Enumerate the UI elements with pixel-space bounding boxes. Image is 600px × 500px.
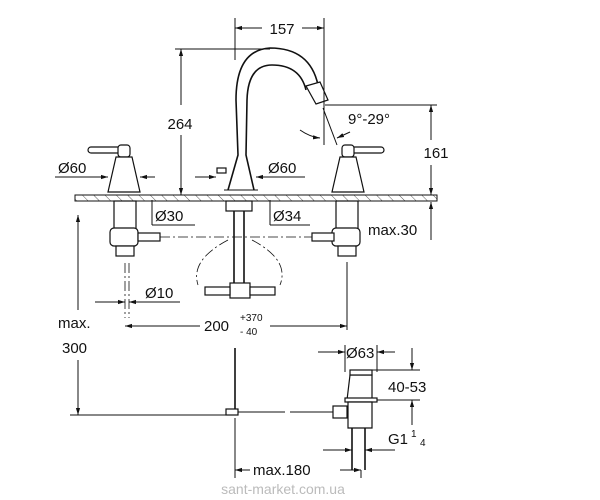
- dim-max-depth-label: max.: [58, 315, 91, 332]
- dim-handle-hole: Ø30: [155, 208, 183, 225]
- spout: [204, 47, 329, 299]
- dim-max-deck: max.30: [368, 222, 417, 239]
- dim-handle-diameter: Ø60: [58, 160, 86, 177]
- dim-spout-reach: 157: [269, 21, 294, 38]
- dim-drain-thread-den: 4: [420, 438, 426, 449]
- watermark: sant-market.com.ua: [221, 481, 345, 497]
- dim-drain-thread: G1: [388, 431, 408, 448]
- hose-path: [196, 239, 283, 286]
- dim-rod-length: max.180: [253, 462, 311, 479]
- left-handle: [87, 144, 161, 257]
- right-handle: [311, 144, 385, 257]
- dim-spacing: 200: [204, 318, 229, 335]
- dim-spacing-plus: +370: [240, 313, 263, 324]
- dim-spout-height: 161: [423, 145, 448, 162]
- dim-spout-angle: 9°-29°: [348, 111, 390, 128]
- dim-drain-diameter: Ø63: [346, 345, 374, 362]
- dim-hose-diameter: Ø10: [145, 285, 173, 302]
- dim-drain-thread-num: 1: [411, 429, 417, 440]
- dimension-lines: [55, 18, 437, 478]
- dim-max-depth-value: 300: [62, 340, 87, 357]
- dim-spacing-minus: - 40: [240, 327, 258, 338]
- deck-surface: [74, 194, 438, 202]
- dim-spout-hole: Ø34: [273, 208, 301, 225]
- dim-spout-base-diameter: Ø60: [268, 160, 296, 177]
- dim-total-height: 264: [167, 116, 192, 133]
- dim-drain-height: 40-53: [388, 379, 426, 396]
- pop-up-drain: [225, 348, 378, 470]
